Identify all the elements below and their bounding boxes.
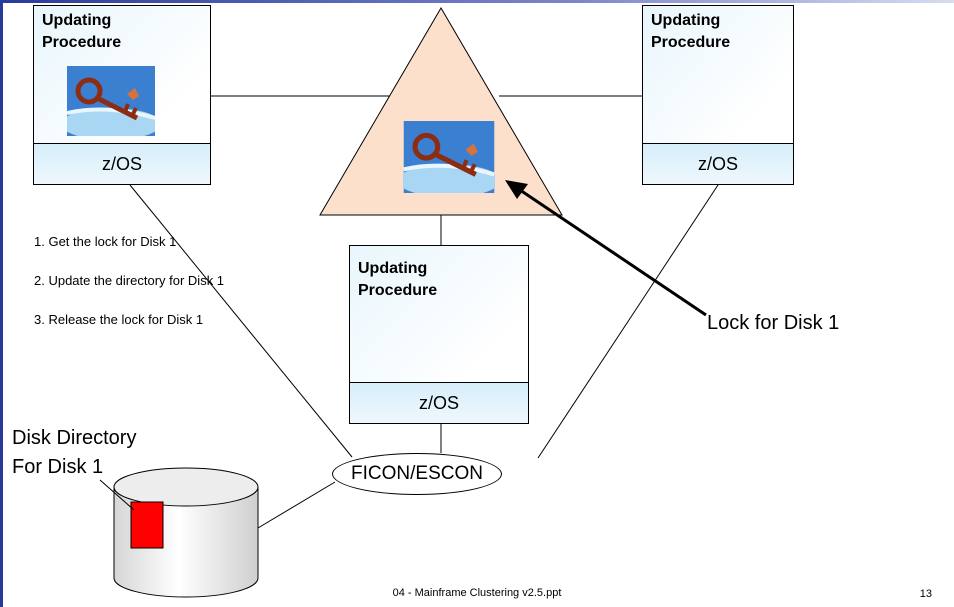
slide-top-bar (0, 0, 954, 3)
step-2: 2. Update the directory for Disk 1 (34, 273, 225, 288)
page-number: 13 (919, 588, 932, 600)
lock-arrow (519, 188, 707, 317)
system-left: Updating Procedure z/OS (33, 5, 211, 185)
system-right: Updating Procedure z/OS (642, 5, 794, 185)
step-1: 1. Get the lock for Disk 1 (34, 234, 177, 249)
ficon-escon-switch: FICON/ESCON (332, 453, 502, 495)
lock-label: Lock for Disk 1 (707, 312, 840, 334)
disk-directory-label-line1: Disk Directory (12, 427, 137, 449)
system-right-title-line1: Updating (651, 12, 721, 29)
system-center-title: Updating Procedure (358, 258, 437, 302)
system-left-title-line1: Updating (42, 12, 112, 29)
system-left-title: Updating Procedure (42, 10, 121, 54)
disk-label-pointer (99, 479, 135, 511)
system-right-os: z/OS (643, 143, 793, 184)
system-right-title: Updating Procedure (651, 10, 730, 54)
system-center: Updating Procedure z/OS (349, 245, 529, 424)
ficon-escon-label: FICON/ESCON (351, 463, 483, 484)
directory-block (130, 501, 164, 549)
system-center-title-line2: Procedure (358, 282, 438, 299)
coupling-facility-key-icon (403, 121, 495, 193)
connector-left-to-ficon (129, 184, 353, 458)
key-icon (67, 66, 155, 136)
lock-arrow-head (505, 180, 528, 199)
slide-left-border (0, 0, 3, 607)
system-right-title-line2: Procedure (651, 34, 731, 51)
system-center-os: z/OS (350, 382, 528, 423)
system-center-title-line1: Updating (358, 260, 428, 277)
connector-ficon-to-disk (257, 481, 336, 529)
step-3: 3. Release the lock for Disk 1 (34, 312, 204, 327)
footer-filename: 04 - Mainframe Clustering v2.5.ppt (392, 587, 562, 599)
connector-right-to-ficon (537, 184, 719, 459)
system-left-title-line2: Procedure (42, 34, 122, 51)
system-left-os: z/OS (34, 143, 210, 184)
coupling-facility-triangle (319, 7, 563, 216)
disk-directory-label-line2: For Disk 1 (12, 456, 104, 478)
